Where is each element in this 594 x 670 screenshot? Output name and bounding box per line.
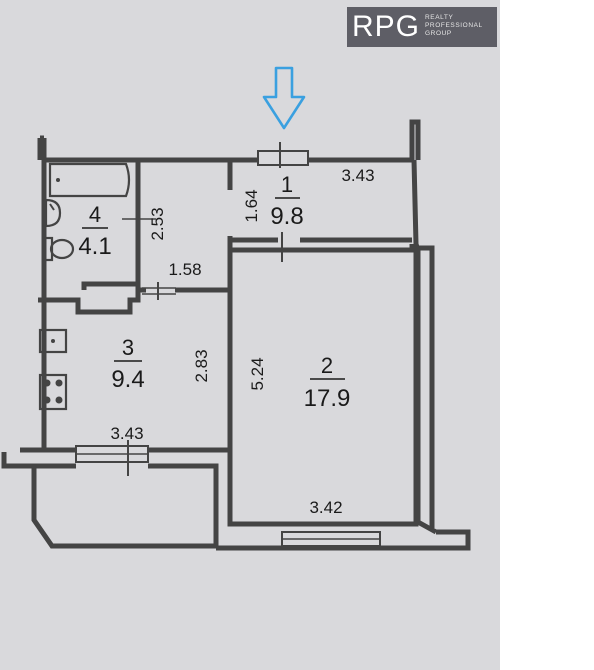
interior-walls bbox=[38, 160, 419, 527]
stove-icon bbox=[38, 373, 68, 411]
room-4-area: 4.1 bbox=[78, 233, 111, 260]
windows bbox=[75, 142, 381, 547]
dim-hall-width: 3.43 bbox=[341, 166, 374, 185]
outer-walls bbox=[1, 119, 471, 551]
dim-kitchen-width: 3.43 bbox=[110, 424, 143, 443]
toilet-icon bbox=[42, 236, 75, 262]
sink-icon bbox=[44, 198, 62, 228]
room-2-area: 17.9 bbox=[304, 385, 351, 412]
bathtub-icon bbox=[48, 162, 131, 198]
room-4-number: 4 bbox=[89, 202, 101, 227]
dim-living-width: 3.42 bbox=[309, 498, 342, 517]
dim-living-depth: 5.24 bbox=[248, 357, 267, 390]
kitchen-sink-icon bbox=[38, 328, 68, 354]
logo-line-1: REALTY bbox=[425, 14, 454, 21]
room-3-area: 9.4 bbox=[111, 366, 144, 393]
logo-mark: RPG bbox=[352, 10, 421, 43]
logo-tagline: REALTY PROFESSIONAL GROUP bbox=[425, 14, 483, 38]
dim-hall-depth: 1.64 bbox=[242, 189, 261, 222]
down-arrow-icon bbox=[262, 66, 306, 130]
dim-kitchen-depth: 2.83 bbox=[192, 349, 211, 382]
rpg-logo: RPG REALTY PROFESSIONAL GROUP bbox=[347, 7, 497, 47]
room-2-number: 2 bbox=[321, 353, 333, 378]
room-1-number: 1 bbox=[281, 172, 293, 197]
room-3-number: 3 bbox=[122, 335, 134, 360]
dim-corridor-width: 1.58 bbox=[168, 260, 201, 279]
floor-plan-drawing: 1 9.8 3.43 1.64 4 4.1 2.53 1.58 3 9.4 2.… bbox=[1, 66, 471, 551]
logo-line-3: GROUP bbox=[425, 30, 452, 37]
logo-line-2: PROFESSIONAL bbox=[425, 22, 483, 29]
floor-plan: 1 9.8 3.43 1.64 4 4.1 2.53 1.58 3 9.4 2.… bbox=[0, 0, 500, 670]
room-1-area: 9.8 bbox=[270, 203, 303, 230]
dim-bath-depth: 2.53 bbox=[148, 207, 167, 240]
